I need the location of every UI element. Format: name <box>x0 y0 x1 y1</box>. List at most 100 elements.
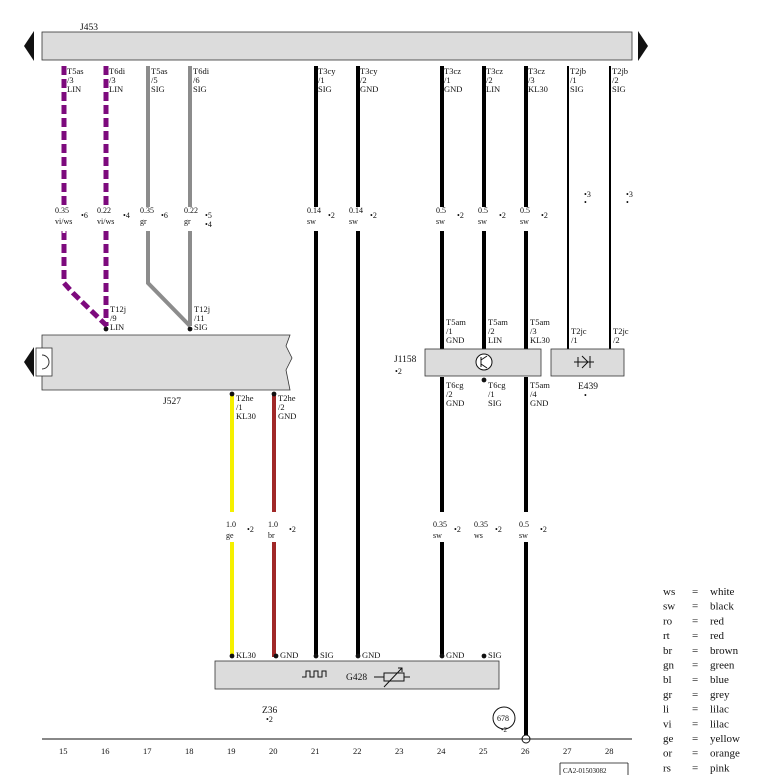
wire-mark: •2 <box>540 525 547 534</box>
connection-dot <box>355 653 361 659</box>
wire-vi-ws-1[interactable] <box>61 66 110 329</box>
wire-size: 0.22 <box>184 206 198 215</box>
wire-mark: •6 <box>81 211 88 220</box>
j527-label: J527 <box>163 397 181 407</box>
legend-name: grey <box>710 689 730 701</box>
wire-color: vi/ws <box>55 217 72 226</box>
pin-connector: T3cz <box>486 66 503 76</box>
column-number: 28 <box>605 746 614 756</box>
pin-number: /2 <box>446 389 453 399</box>
ground-point-678[interactable]: 678 •2 <box>492 706 516 734</box>
pin-connector: T6cg <box>488 380 506 390</box>
wire-gr-1[interactable] <box>146 66 192 328</box>
legend-code: gr <box>663 689 673 701</box>
pin-function: SIG <box>193 84 207 94</box>
column-number: 21 <box>311 746 320 756</box>
column-number: 15 <box>59 746 68 756</box>
pin-number: /2 <box>613 335 620 345</box>
connection-dot <box>481 377 487 383</box>
wire-color: sw <box>520 217 529 226</box>
pin-connector: T6cg <box>446 380 464 390</box>
connection-dot <box>273 653 279 659</box>
connection-dot <box>229 391 235 397</box>
signal-pulse-icon <box>302 670 327 678</box>
continuation-arrow-right-icon <box>638 31 648 61</box>
legend-equals: = <box>692 645 698 657</box>
wire-mark: •4 <box>123 211 130 220</box>
color-legend: ws=whitesw=blackro=redrt=redbr=browngn=g… <box>663 586 740 774</box>
connector-socket-icon <box>35 347 53 377</box>
j1158-module[interactable]: J1158 •2 <box>394 348 542 377</box>
legend-name: pink <box>710 762 730 774</box>
wire-color: sw <box>307 217 316 226</box>
legend-equals: = <box>692 615 698 627</box>
wire-mark: •2 <box>370 211 377 220</box>
legend-name: red <box>710 615 725 627</box>
wire-mark-dot: • <box>626 198 629 207</box>
wire-mark: •2 <box>247 525 254 534</box>
pin-function: GND <box>280 650 298 660</box>
column-number: 22 <box>353 746 362 756</box>
continuation-arrow-left-icon <box>24 347 34 377</box>
pin-function: SIG <box>488 650 502 660</box>
pin-connector: T5as <box>151 66 168 76</box>
legend-name: yellow <box>710 733 740 745</box>
j527-module[interactable]: J527 <box>24 334 293 407</box>
pin-function: LIN <box>67 84 81 94</box>
j453-pin-labels: T5as/3LINT6di/3LINT5as/5SIGT6di/6SIGT3cy… <box>67 66 628 94</box>
pin-number: /1 <box>444 75 451 85</box>
variable-resistor-icon <box>374 667 410 688</box>
column-number: 16 <box>101 746 110 756</box>
legend-code: rs <box>663 762 671 774</box>
wire-size: 0.14 <box>307 206 321 215</box>
legend-equals: = <box>692 689 698 701</box>
pin-number: /2 <box>612 75 619 85</box>
wire-color: ws <box>474 531 483 540</box>
wire-mark: •2 <box>454 525 461 534</box>
pin-number: /11 <box>194 313 205 323</box>
pin-function: KL30 <box>236 650 256 660</box>
legend-name: green <box>710 660 735 672</box>
e439-label: E439 <box>578 382 598 392</box>
pin-function: SIG <box>320 650 334 660</box>
pin-connector: T5as <box>67 66 84 76</box>
z36-mark: •2 <box>266 715 273 724</box>
doc-ref-text: CA2-01503082 <box>563 767 607 775</box>
pin-number: /3 <box>109 75 116 85</box>
pin-connector: T2jc <box>571 326 587 336</box>
pin-connector: T6di <box>193 66 210 76</box>
legend-code: ge <box>663 733 674 745</box>
wire-color: ge <box>226 531 234 540</box>
connection-dot <box>313 653 319 659</box>
column-number: 18 <box>185 746 194 756</box>
wire-size: 0.35 <box>140 206 154 215</box>
pin-function: GND <box>444 84 462 94</box>
connection-dot <box>271 391 277 397</box>
legend-name: red <box>710 630 725 642</box>
legend-equals: = <box>692 704 698 716</box>
column-number: 17 <box>143 746 152 756</box>
pin-function: SIG <box>488 398 502 408</box>
j453-module[interactable]: J453 <box>24 23 648 61</box>
e439-module[interactable]: E439 • <box>550 348 625 400</box>
legend-equals: = <box>692 674 698 686</box>
pin-connector: T3cy <box>360 66 378 76</box>
pin-number: /1 <box>488 389 495 399</box>
pin-connector: T2jc <box>613 326 629 336</box>
connection-dot <box>187 326 193 332</box>
wire-mark-dot: • <box>584 198 587 207</box>
legend-equals: = <box>692 630 698 642</box>
j1158-mark: •2 <box>395 367 402 376</box>
continuation-arrow-left-icon <box>24 31 34 61</box>
legend-name: lilac <box>710 704 729 716</box>
g428-module[interactable]: G428 <box>214 660 500 690</box>
legend-name: lilac <box>710 718 729 730</box>
wires-upper <box>61 66 611 657</box>
pin-function: KL30 <box>236 411 256 421</box>
legend-name: brown <box>710 645 739 657</box>
